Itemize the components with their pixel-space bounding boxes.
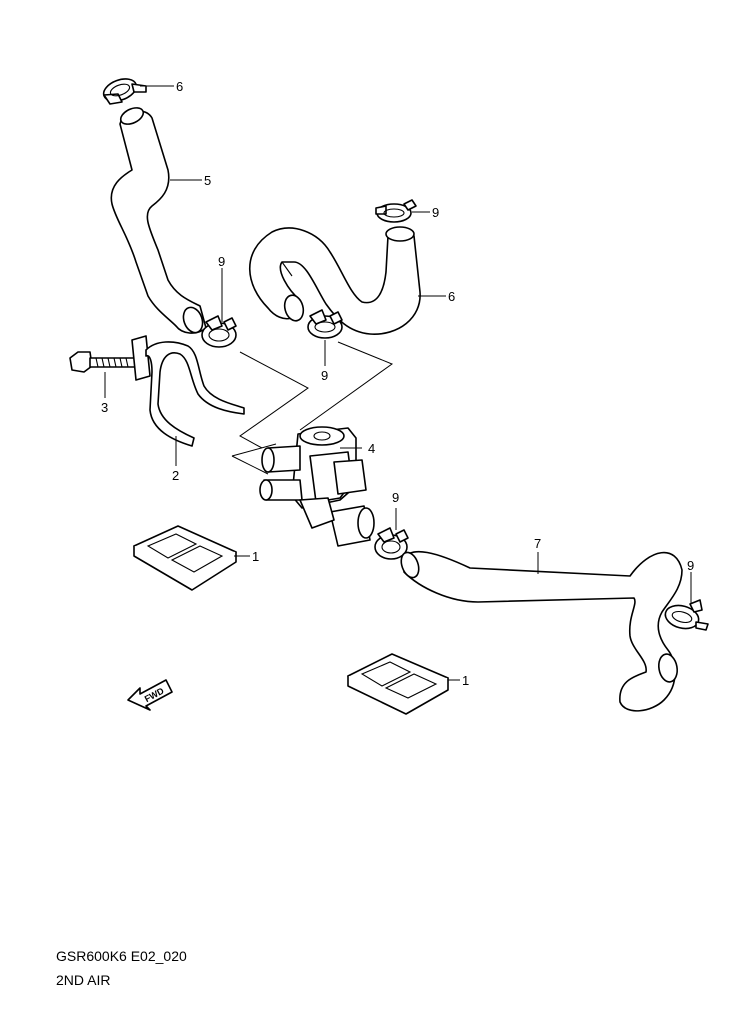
clamp-9-middle[interactable] [307, 309, 343, 339]
routing-lines [231, 341, 394, 475]
callout-7: 7 [534, 536, 541, 551]
callout-3: 3 [101, 400, 108, 415]
reed-valve-gasket-1-left[interactable] [133, 525, 237, 591]
hose-5[interactable] [110, 105, 207, 336]
callout-5: 5 [204, 173, 211, 188]
callout-1-right: 1 [462, 673, 469, 688]
2nd-air-valve-4[interactable] [259, 426, 375, 547]
hose-6[interactable] [249, 226, 421, 335]
leader-lines [104, 85, 692, 681]
callout-1-left: 1 [252, 549, 259, 564]
diagram-code: GSR600K6 E02_020 [56, 948, 187, 964]
callout-8: 6 [176, 79, 183, 94]
reed-valve-gasket-1-right[interactable] [347, 653, 449, 715]
hose-7[interactable] [398, 550, 683, 712]
callout-2: 2 [172, 468, 179, 483]
callout-9-valve: 9 [392, 490, 399, 505]
callout-4: 4 [368, 441, 375, 456]
clamp-9-valve[interactable] [374, 527, 409, 560]
clamp-9-top[interactable] [375, 199, 417, 223]
fwd-arrow: FWD [127, 679, 173, 711]
clamp-9-left[interactable] [201, 315, 237, 348]
pipe-2[interactable] [131, 335, 245, 447]
diagram-title: 2ND AIR [56, 972, 111, 988]
clamp-8[interactable] [101, 75, 147, 105]
callout-9-top: 9 [432, 205, 439, 220]
callout-9-right: 9 [687, 558, 694, 573]
callout-9-middle: 9 [321, 368, 328, 383]
callout-9-left: 9 [218, 254, 225, 269]
callout-6: 6 [448, 289, 455, 304]
bolt-3[interactable] [69, 351, 139, 373]
clamp-9-right[interactable] [663, 599, 709, 632]
